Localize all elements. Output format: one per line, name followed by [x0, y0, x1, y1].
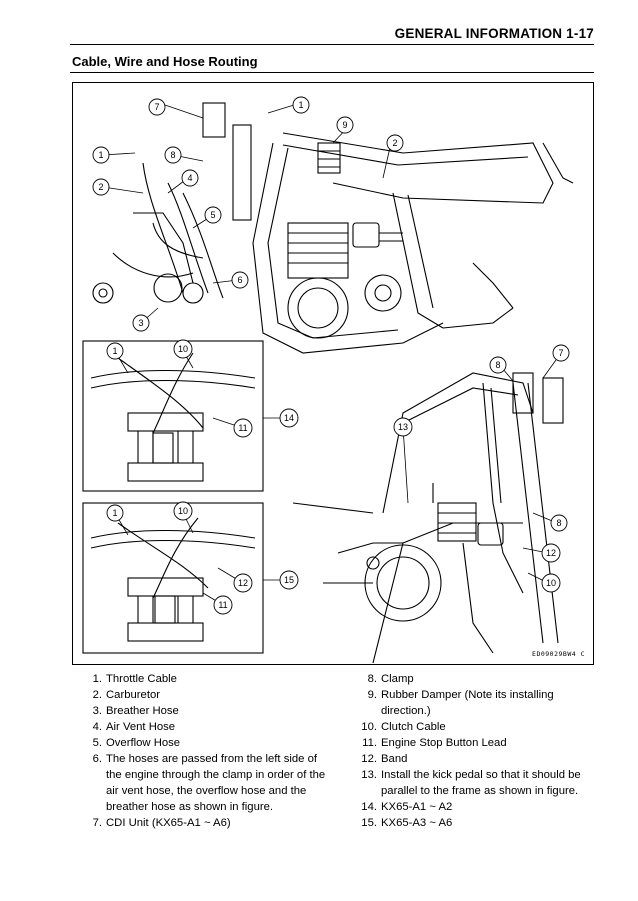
svg-text:8: 8	[495, 360, 500, 370]
legend-item: 4.Air Vent Hose	[92, 721, 176, 733]
callout-11: 11	[213, 595, 233, 615]
callout-1: 1	[106, 504, 124, 522]
callout-1: 1	[106, 342, 124, 360]
callout-1: 1	[292, 96, 310, 114]
callout-4: 4	[181, 169, 199, 187]
svg-text:4: 4	[187, 173, 192, 183]
svg-text:11: 11	[218, 600, 227, 610]
legend-item: 7.CDI Unit (KX65-A1 ~ A6)	[92, 817, 231, 829]
callout-10: 10	[541, 573, 561, 593]
legend-item: 11.Engine Stop Button Lead	[362, 737, 507, 749]
legend-item: 8.Clamp	[367, 673, 414, 685]
callout-11: 11	[233, 418, 253, 438]
callout-9: 9	[336, 116, 354, 134]
callout-14: 14	[279, 408, 299, 428]
svg-text:1: 1	[112, 346, 117, 356]
svg-text:7: 7	[154, 102, 159, 112]
legend-item: 15.KX65-A3 ~ A6	[361, 817, 453, 829]
svg-text:1: 1	[112, 508, 117, 518]
callout-7: 7	[148, 98, 166, 116]
svg-text:8: 8	[170, 150, 175, 160]
legend-item: 14.KX65-A1 ~ A2	[361, 801, 453, 813]
legend-item: 10.Clutch Cable	[361, 721, 446, 733]
section-title: Cable, Wire and Hose Routing	[72, 54, 258, 69]
legend-right-column: 8.Clamp 9.Rubber Damper (Note its instal…	[355, 671, 595, 831]
svg-text:1: 1	[298, 100, 303, 110]
callout-6: 6	[231, 271, 249, 289]
svg-text:1: 1	[98, 150, 103, 160]
callout-1: 1	[92, 146, 110, 164]
callout-10: 10	[173, 501, 193, 521]
section-divider	[70, 72, 594, 73]
legend-item: 5.Overflow Hose	[92, 737, 181, 749]
svg-text:5: 5	[210, 210, 215, 220]
callout-2: 2	[386, 134, 404, 152]
callout-13: 13	[393, 417, 413, 437]
page-header: GENERAL INFORMATION 1-17	[70, 24, 594, 45]
callout-8: 8	[164, 146, 182, 164]
callout-5: 5	[204, 206, 222, 224]
callout-2: 2	[92, 178, 110, 196]
callout-8: 8	[550, 514, 568, 532]
svg-text:10: 10	[178, 506, 188, 516]
svg-text:10: 10	[178, 344, 188, 354]
svg-text:9: 9	[342, 120, 347, 130]
callout-12: 12	[541, 543, 561, 563]
legend-item: 3.Breather Hose	[92, 705, 179, 717]
svg-text:2: 2	[98, 182, 103, 192]
svg-text:12: 12	[546, 548, 556, 558]
legend-left-column: 1.Throttle Cable 2.Carburetor 3.Breather…	[88, 671, 333, 831]
svg-text:15: 15	[284, 575, 294, 585]
routing-illustration: 7 1 9 1 8 2 4 2 5 6 3 7 8 13 14 8 12 10 …	[82, 96, 574, 664]
svg-text:6: 6	[237, 275, 242, 285]
svg-text:10: 10	[546, 578, 556, 588]
legend-item: 12.Band	[361, 753, 408, 765]
legend-item: 13.Install the kick pedal so that it sho…	[361, 769, 581, 797]
callout-3: 3	[132, 314, 150, 332]
page-title: GENERAL INFORMATION 1-17	[394, 26, 594, 41]
figure-code: ED09029BW4 C	[532, 650, 585, 658]
legend-item: 2.Carburetor	[92, 689, 160, 701]
callout-12: 12	[233, 573, 253, 593]
callout-7: 7	[552, 344, 570, 362]
svg-text:8: 8	[556, 518, 561, 528]
svg-text:7: 7	[558, 348, 563, 358]
svg-text:14: 14	[284, 413, 294, 423]
callout-8: 8	[489, 356, 507, 374]
svg-text:13: 13	[398, 422, 408, 432]
svg-text:3: 3	[138, 318, 143, 328]
svg-text:2: 2	[392, 138, 397, 148]
svg-text:12: 12	[238, 578, 248, 588]
legend-item: 6.The hoses are passed from the left sid…	[92, 753, 326, 813]
callout-15: 15	[279, 570, 299, 590]
legend-item: 1.Throttle Cable	[92, 673, 177, 685]
callout-10: 10	[173, 339, 193, 359]
legend-item: 9.Rubber Damper (Note its installing dir…	[367, 689, 554, 717]
routing-diagram: 7 1 9 1 8 2 4 2 5 6 3 7 8 13 14 8 12 10 …	[72, 82, 594, 665]
svg-text:11: 11	[238, 423, 247, 433]
